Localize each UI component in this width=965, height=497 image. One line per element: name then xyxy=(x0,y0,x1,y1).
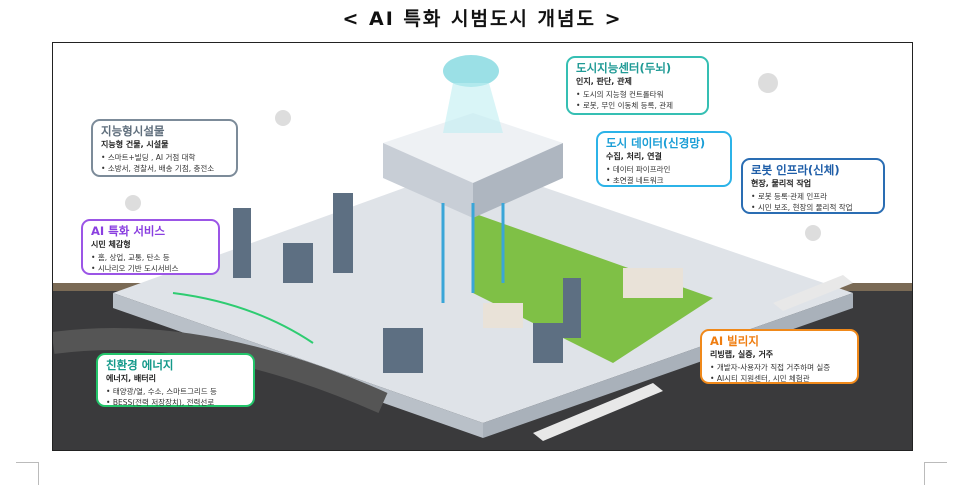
park-area xyxy=(473,213,713,363)
page-corner-mark xyxy=(16,462,39,485)
callout-intelligent-facilities: 지능형시설물 지능형 건물, 시설물 스마트+빌딩 , AI 거점 대학소방서,… xyxy=(91,119,238,177)
callout-city-intelligence-center: 도시지능센터(두뇌) 인지, 판단, 관제 도시의 지능형 컨트롤타워로봇, 무… xyxy=(566,56,709,115)
data-center xyxy=(383,113,563,183)
page-corner-mark xyxy=(924,462,947,485)
callout-ai-service: AI 특화 서비스 시민 체감형 홈, 상업, 교통, 탄소 등시나리오 기반 … xyxy=(81,219,220,275)
concept-diagram: 도시지능센터(두뇌) 인지, 판단, 관제 도시의 지능형 컨트롤타워로봇, 무… xyxy=(52,42,913,451)
brain-icon xyxy=(443,55,499,87)
callout-city-data: 도시 데이터(신경망) 수집, 처리, 연결 데이터 파이프라인초연결 네트워크 xyxy=(596,131,732,187)
page-title: < AI 특화 시범도시 개념도 > xyxy=(342,8,623,30)
callout-ai-village: AI 빌리지 리빙랩, 실증, 거주 개발자-사용자가 직접 거주하며 실증AI… xyxy=(700,329,859,384)
callout-eco-energy: 친환경 에너지 에너지, 배터리 태양광/열, 수소, 스마트그리드 등BESS… xyxy=(96,353,255,407)
callout-robot-infra: 로봇 인프라(신체) 현장, 물리적 작업 로봇 등록·관제 인프라시민 보조,… xyxy=(741,158,885,214)
train xyxy=(773,275,853,311)
city-illustration xyxy=(53,55,912,450)
